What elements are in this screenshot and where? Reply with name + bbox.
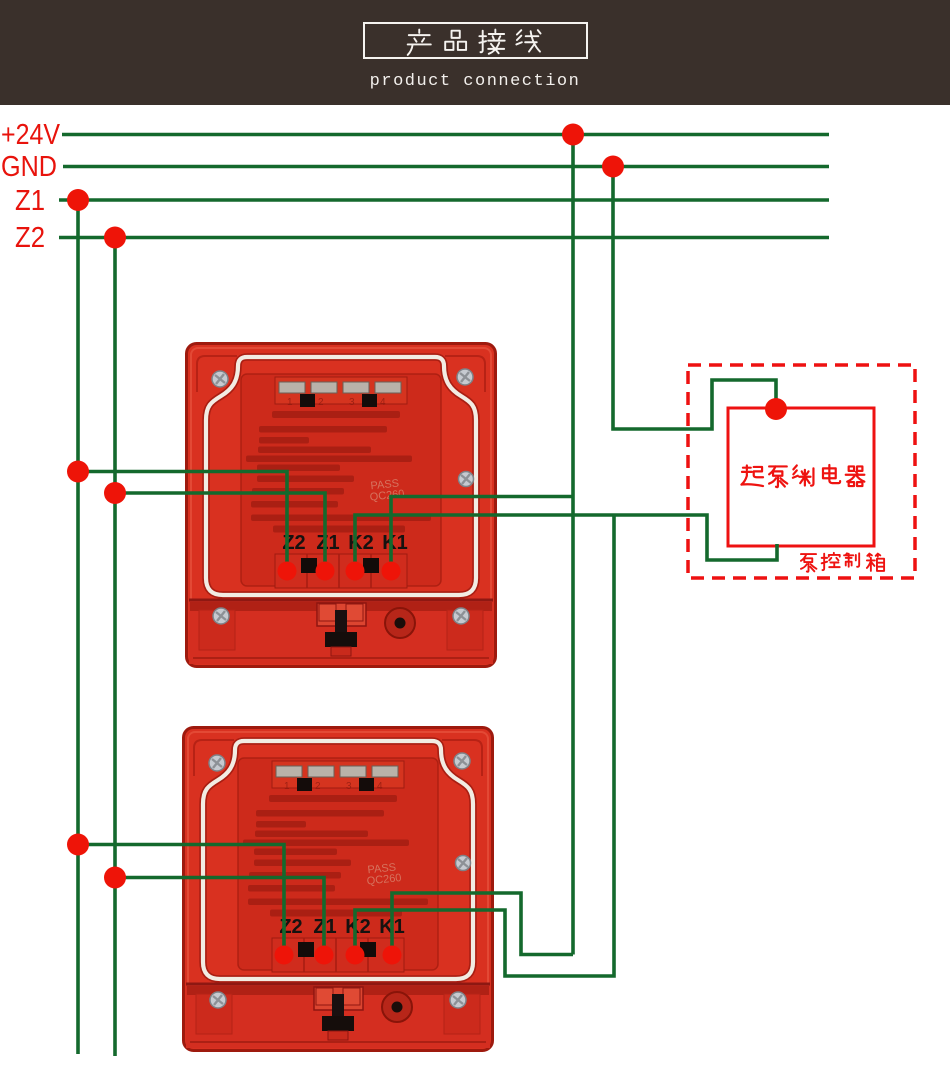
svg-text:Z2: Z2 [15, 222, 45, 254]
svg-text:+24V: +24V [1, 119, 61, 151]
svg-text:GND: GND [1, 151, 57, 183]
svg-text:Z1: Z1 [15, 185, 45, 217]
